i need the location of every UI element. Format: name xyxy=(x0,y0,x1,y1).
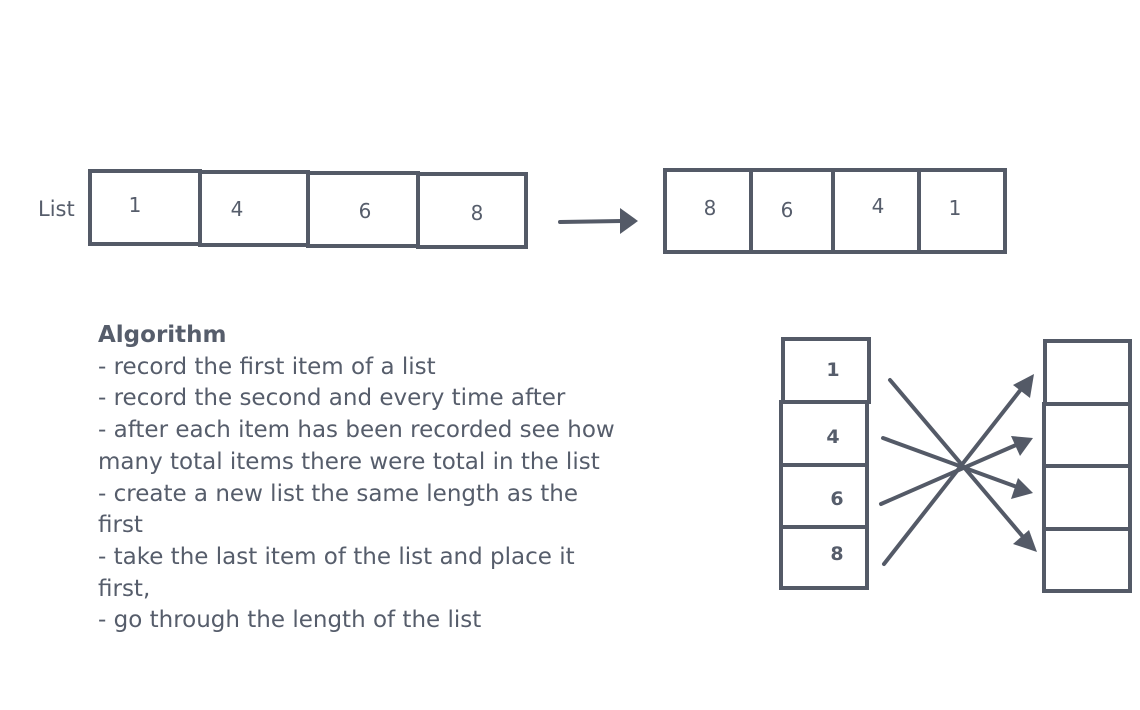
reversed-list-cell xyxy=(917,168,1007,254)
source-value: 8 xyxy=(830,543,843,565)
original-list-cell xyxy=(306,171,420,248)
algorithm-title: Algorithm xyxy=(98,322,227,348)
source-value: 6 xyxy=(830,488,843,510)
original-list-value: 4 xyxy=(231,197,244,221)
reversed-list-value: 1 xyxy=(949,196,962,220)
original-list-cell xyxy=(198,170,310,247)
algorithm-step: - take the last item of the list and pla… xyxy=(98,543,575,602)
reversed-list-cell xyxy=(749,168,835,254)
reversed-list-value: 6 xyxy=(781,198,794,222)
algorithm-step: - record the first item of a list xyxy=(98,353,436,380)
vertical-source-list: 1 4 6 8 xyxy=(779,337,871,590)
original-list-value: 1 xyxy=(129,193,142,217)
original-list-value: 8 xyxy=(471,201,484,225)
algorithm-step: - create a new list the same length as t… xyxy=(98,480,579,539)
crossing-arrows xyxy=(879,374,1037,566)
original-list-cell xyxy=(88,169,202,246)
source-value: 4 xyxy=(826,426,839,448)
original-list-cell xyxy=(416,172,528,249)
algorithm-step: - go through the length of the list xyxy=(98,607,482,634)
source-cell xyxy=(779,400,869,467)
target-cell xyxy=(1042,464,1132,531)
reversed-list-value: 8 xyxy=(704,196,717,220)
original-list: 1 4 6 8 xyxy=(88,169,528,249)
algorithm-step: - after each item has been recorded see … xyxy=(98,417,615,475)
transform-arrow xyxy=(558,208,638,234)
list-label: List xyxy=(38,197,75,221)
target-cell xyxy=(1043,339,1132,406)
reversed-list-value: 4 xyxy=(872,194,885,218)
source-value: 1 xyxy=(826,359,839,381)
source-cell xyxy=(779,463,869,529)
source-cell xyxy=(779,525,869,590)
source-cell xyxy=(781,337,871,404)
target-cell xyxy=(1042,402,1132,468)
algorithm-text: Algorithm - record the first item of a l… xyxy=(98,320,618,637)
vertical-target-list xyxy=(1042,339,1132,593)
target-cell xyxy=(1042,527,1132,593)
reversed-list: 8 6 4 1 xyxy=(663,168,1007,254)
original-list-value: 6 xyxy=(359,199,372,223)
algorithm-step: - record the second and every time after xyxy=(98,385,566,412)
